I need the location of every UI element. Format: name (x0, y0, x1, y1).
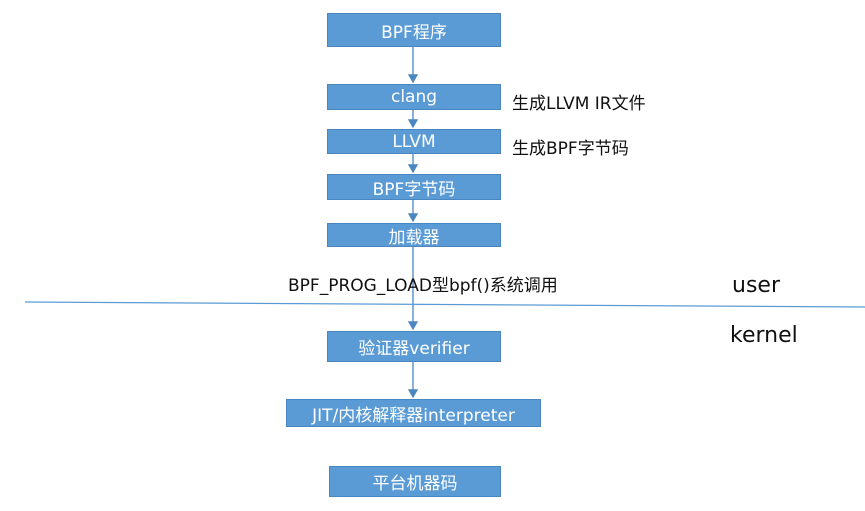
node-jit-interpreter: JIT/内核解释器interpreter (286, 399, 541, 427)
node-llvm: LLVM (327, 129, 501, 154)
region-label-kernel: kernel (730, 323, 798, 348)
region-label-user: user (732, 273, 780, 298)
node-clang: clang (327, 84, 501, 110)
annotation-syscall: BPF_PROG_LOAD型bpf()系统调用 (288, 276, 558, 296)
annotation-clang-output: 生成LLVM IR文件 (512, 94, 646, 114)
user-kernel-divider (24, 301, 865, 308)
node-verifier: 验证器verifier (327, 331, 501, 362)
node-loader: 加载器 (327, 223, 501, 248)
node-machine-code: 平台机器码 (329, 466, 501, 497)
node-bpf-bytecode: BPF字节码 (327, 174, 501, 200)
node-bpf-program: BPF程序 (327, 13, 501, 47)
annotation-llvm-output: 生成BPF字节码 (512, 139, 629, 159)
